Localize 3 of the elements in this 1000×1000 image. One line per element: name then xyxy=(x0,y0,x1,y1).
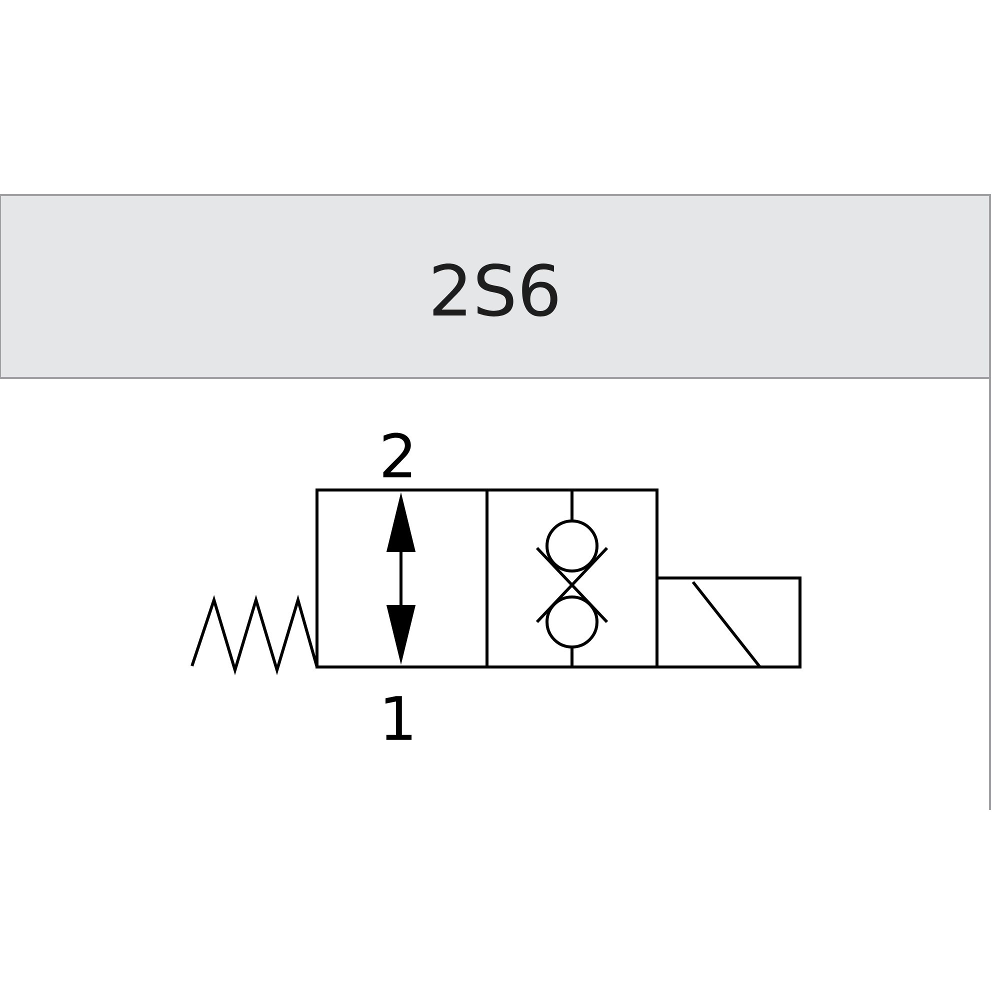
header-band: 2S6 xyxy=(0,194,991,379)
port-number: 2 xyxy=(383,432,412,478)
port-number: 1 xyxy=(386,696,412,740)
